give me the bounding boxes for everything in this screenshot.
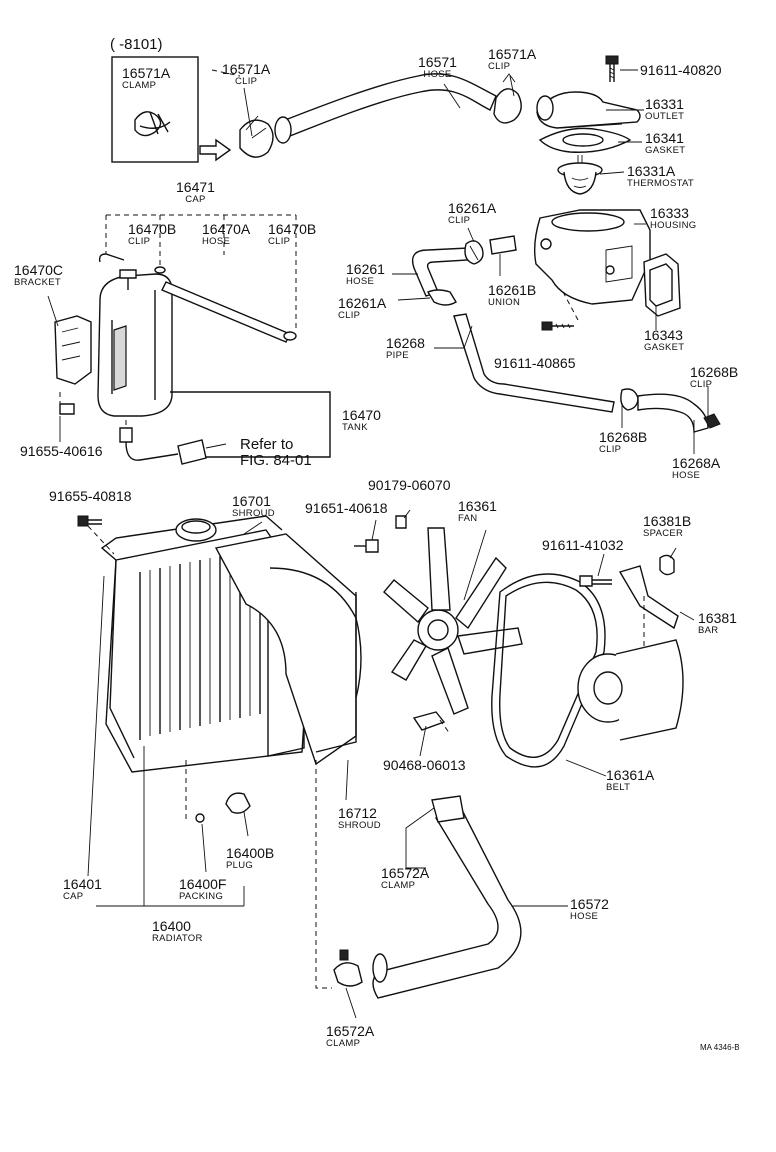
- housing-bolt-drawing: [541, 289, 579, 331]
- inset-part-label: 16571A CLAMP: [122, 66, 170, 91]
- label-16470B-clip-right: 16470B CLIP: [268, 221, 317, 247]
- figure-code: MA 4346-B: [700, 1043, 740, 1052]
- label-16470C-bracket: 16470C BRACKET: [14, 262, 64, 288]
- label-16268-pipe: 16268 PIPE: [386, 335, 425, 361]
- label-16571A-clip-2: 16571A CLIP: [488, 46, 537, 72]
- label-16401-cap: 16401 CAP: [63, 876, 102, 902]
- part-number: 16571A: [122, 65, 171, 81]
- label-90468-06013: 90468-06013: [383, 757, 466, 773]
- inset-box: [111, 56, 199, 163]
- label-16361A-belt: 16361A BELT: [606, 767, 655, 793]
- upper-hose-drawing: [239, 73, 522, 158]
- label-16400F-packing: 16400F PACKING: [179, 876, 227, 902]
- belt-drawing: [491, 573, 606, 768]
- leader-lines: [47, 69, 709, 1019]
- label-90179-06070: 90179-06070: [368, 477, 451, 493]
- label-16400B-plug: 16400B PLUG: [226, 845, 275, 871]
- alternator-drawing: [577, 639, 684, 741]
- label-16331-outlet: 16331 OUTLET: [645, 96, 685, 122]
- arrow-icon: [199, 138, 232, 162]
- inset-range-label: ( -8101): [110, 36, 163, 53]
- level-sensor-drawing: [119, 420, 227, 465]
- label-16471-cap: 16471 CAP: [176, 179, 215, 205]
- label-16268A-hose: 16268A HOSE: [672, 455, 721, 481]
- label-16712-shroud: 16712 SHROUD: [338, 805, 381, 831]
- gasket-drawing: [538, 127, 632, 153]
- label-16333-housing: 16333 HOUSING: [650, 205, 697, 231]
- label-16572A-clamp-bottom: 16572A CLAMP: [326, 1023, 375, 1049]
- housing-drawing: [533, 209, 651, 305]
- reference-line-1: Refer to: [240, 436, 294, 453]
- part-desc: CLAMP: [122, 80, 157, 91]
- shroud-bolts-drawing: [354, 515, 407, 553]
- label-16261B-union: 16261B UNION: [488, 282, 537, 308]
- label-91655-40616: 91655-40616: [20, 443, 103, 459]
- label-16268B-clip-left: 16268B CLIP: [599, 429, 648, 455]
- shroud-drawing: [214, 533, 362, 766]
- bolt-drawing: [605, 55, 619, 82]
- label-16261A-clip-top: 16261A CLIP: [448, 200, 497, 226]
- label-91611-40865: 91611-40865: [494, 355, 576, 371]
- label-16571-hose: 16571 HOSE: [418, 54, 457, 80]
- label-16400-radiator: 16400 RADIATOR: [152, 918, 203, 944]
- reference-note: Refer to FIG. 84-01: [240, 437, 312, 469]
- label-16381-bar: 16381 BAR: [698, 610, 737, 636]
- housing-gasket-drawing: [643, 253, 681, 317]
- label-16341-gasket: 16341 GASKET: [645, 130, 686, 156]
- label-91611-40820: 91611-40820: [640, 62, 722, 78]
- label-91655-40818: 91655-40818: [49, 488, 132, 504]
- outlet-drawing: [536, 91, 641, 129]
- label-16343-gasket: 16343 GASKET: [644, 327, 685, 353]
- drain-plug-drawing: [185, 760, 251, 823]
- thermostat-drawing: [557, 155, 603, 195]
- water-pipe-drawing: [453, 313, 721, 433]
- label-16361-fan: 16361 FAN: [458, 498, 497, 524]
- label-16572A-clamp-top: 16572A CLAMP: [381, 865, 430, 891]
- label-16572-hose: 16572 HOSE: [570, 896, 609, 922]
- label-16470-tank: 16470 TANK: [342, 407, 381, 433]
- label-91611-41032: 91611-41032: [542, 537, 624, 553]
- reference-line-2: FIG. 84-01: [240, 451, 312, 469]
- fan-bolt-drawing: [412, 711, 451, 735]
- label-16571A-clip: 16571A CLIP: [222, 61, 271, 87]
- label-16268B-clip-right: 16268B CLIP: [690, 364, 739, 390]
- label-16261-hose: 16261 HOSE: [346, 261, 385, 287]
- label-91651-40618: 91651-40618: [305, 500, 388, 516]
- fan-drawing: [383, 527, 523, 715]
- label-16331A-thermostat: 16331A THERMOSTAT: [627, 163, 695, 189]
- bracket-drawing: [54, 315, 92, 415]
- lower-hose-drawing: [333, 795, 522, 999]
- adjusting-bar-drawing: [579, 554, 679, 646]
- label-16470B-clip-left: 16470B CLIP: [128, 221, 177, 247]
- bypass-hose-drawing: [411, 235, 517, 306]
- label-16381B-spacer: 16381B SPACER: [643, 513, 692, 539]
- label-16470A-hose: 16470A HOSE: [202, 221, 251, 247]
- label-16261A-clip-bottom: 16261A CLIP: [338, 295, 387, 321]
- label-16701-shroud: 16701 SHROUD: [232, 493, 275, 519]
- reservoir-tank-drawing: [97, 214, 297, 417]
- radiator-bolt-drawing: [77, 515, 115, 555]
